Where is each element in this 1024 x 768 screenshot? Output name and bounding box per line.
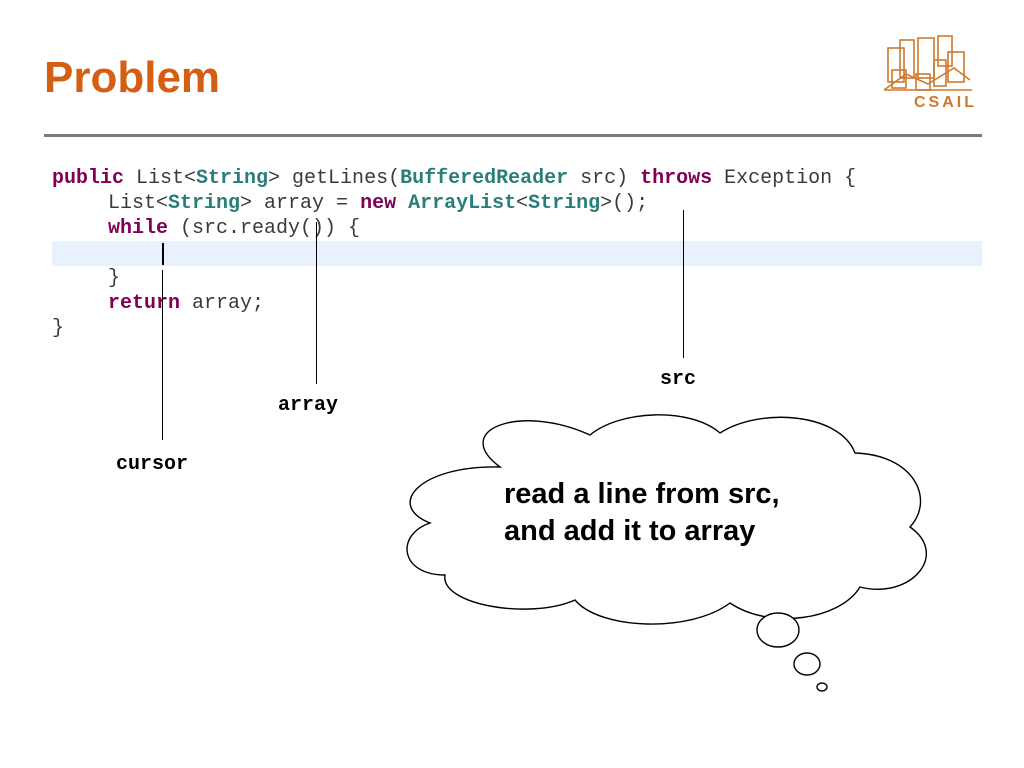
code-line-6: return array; <box>52 291 982 316</box>
cursor-label: cursor <box>116 453 189 476</box>
type-string: String <box>528 192 601 215</box>
slide-title: Problem <box>44 53 221 102</box>
thought-cloud-icon <box>406 414 927 692</box>
csail-logo-icon <box>883 35 972 91</box>
code-text: src) <box>568 167 641 190</box>
code-line-2: List<String> array = new ArrayList<Strin… <box>52 191 982 216</box>
array-label: array <box>278 394 339 417</box>
array-pointer-line <box>316 222 317 384</box>
code-line-current[interactable] <box>52 241 982 266</box>
code-text: List< <box>124 167 197 190</box>
type-buffered-reader: BufferedReader <box>400 167 569 190</box>
cloud-message-line-1: read a line from src, <box>504 478 780 510</box>
code-block: public List<String> getLines(BufferedRea… <box>52 166 982 341</box>
code-line-7: } <box>52 316 982 341</box>
keyword-while: while <box>108 217 169 240</box>
cloud-message: read a line from src, and add it to arra… <box>504 476 864 550</box>
code-text: >(); <box>600 192 649 215</box>
code-text: (src.ready()) { <box>168 217 361 240</box>
type-array-list: ArrayList <box>408 192 517 215</box>
text-cursor <box>162 243 164 265</box>
code-text: array; <box>180 292 265 315</box>
cloud-message-line-2: and add it to array <box>504 515 756 547</box>
cursor-pointer-line <box>162 270 163 440</box>
code-text: } <box>108 267 121 290</box>
code-text: Exception { <box>712 167 857 190</box>
code-line-1: public List<String> getLines(BufferedRea… <box>52 166 982 191</box>
keyword-return: return <box>108 292 181 315</box>
type-string: String <box>196 167 269 190</box>
code-line-5: } <box>52 266 982 291</box>
code-line-3: while (src.ready()) { <box>52 216 982 241</box>
logo-text: CSAIL <box>914 94 977 111</box>
code-text: List< <box>108 192 169 215</box>
code-text <box>396 192 408 215</box>
keyword-public: public <box>52 167 125 190</box>
src-pointer-line <box>683 210 684 358</box>
src-label: src <box>660 368 697 391</box>
keyword-throws: throws <box>640 167 713 190</box>
code-text: < <box>516 192 529 215</box>
keyword-new: new <box>360 192 397 215</box>
type-string: String <box>168 192 241 215</box>
code-text: > array = <box>240 192 361 215</box>
code-text: > getLines( <box>268 167 401 190</box>
title-divider <box>44 134 982 137</box>
code-text: } <box>52 317 65 340</box>
